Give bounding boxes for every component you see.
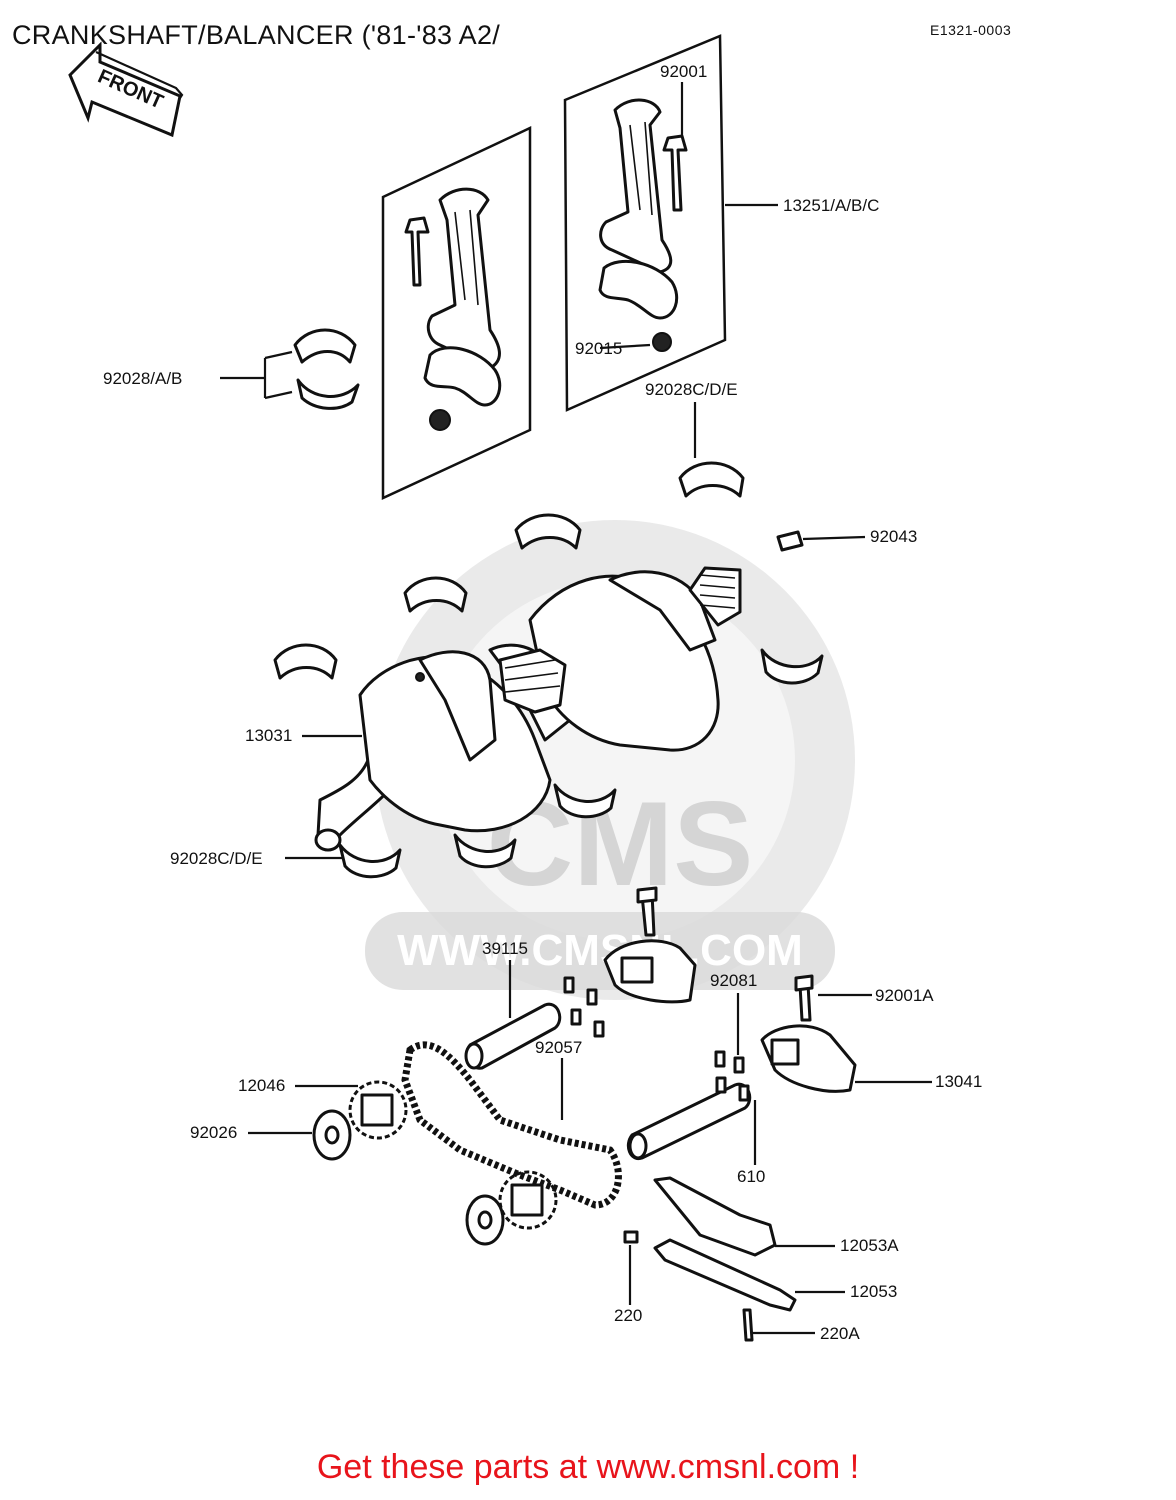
callout-92028-c-d-e-top: 92028C/D/E (645, 380, 738, 399)
front-arrow-icon: FRONT (68, 41, 184, 138)
footer-cta-link[interactable]: Get these parts at www.cmsnl.com ! (316, 1448, 860, 1486)
callout-220: 220 (614, 1306, 643, 1325)
balancer-shafts (464, 1002, 752, 1161)
callout-12046: 12046 (238, 1076, 286, 1095)
bearing-shells-left (293, 328, 360, 410)
diagram-code: E1321-0003 (930, 22, 1012, 38)
sprockets (312, 1080, 558, 1246)
callout-92015: 92015 (575, 339, 623, 358)
crank-bearing-shells (273, 513, 824, 879)
bearing-shell-top (678, 461, 745, 498)
connecting-rod-right (563, 34, 727, 412)
callout-92081: 92081 (710, 971, 758, 990)
callout-12053: 12053 (850, 1282, 898, 1301)
callout-220a: 220A (820, 1324, 860, 1343)
small-pins (563, 976, 750, 1102)
leader-lines (220, 82, 932, 1335)
callout-610: 610 (737, 1167, 766, 1186)
callout-13041: 13041 (935, 1072, 983, 1091)
chain-guides (623, 1176, 797, 1342)
callout-92001: 92001 (660, 62, 708, 81)
watermark-url: WWW.CMSNL.COM (397, 926, 803, 975)
callout-92001a: 92001A (875, 986, 934, 1005)
callout-12053a: 12053A (840, 1236, 899, 1255)
callout-92043: 92043 (870, 527, 918, 546)
cms-watermark: CMS WWW.CMSNL.COM (365, 520, 855, 1000)
callout-92057: 92057 (535, 1038, 583, 1057)
callout-13031: 13031 (245, 726, 293, 745)
balancer-chain (401, 1041, 622, 1209)
callout-92026: 92026 (190, 1123, 238, 1142)
connecting-rod-left (381, 126, 532, 500)
callout-39115: 39115 (482, 939, 529, 958)
diagram-title: CRANKSHAFT/BALANCER ('81-'83 A2/ (12, 20, 501, 50)
callout-13251: 13251/A/B/C (783, 196, 880, 215)
dowel-pin (776, 530, 804, 552)
balancer-weights (603, 886, 857, 1093)
callout-92028-a-b: 92028/A/B (103, 369, 183, 388)
callout-92028-c-d-e-bottom: 92028C/D/E (170, 849, 263, 868)
crankshaft (314, 566, 742, 852)
